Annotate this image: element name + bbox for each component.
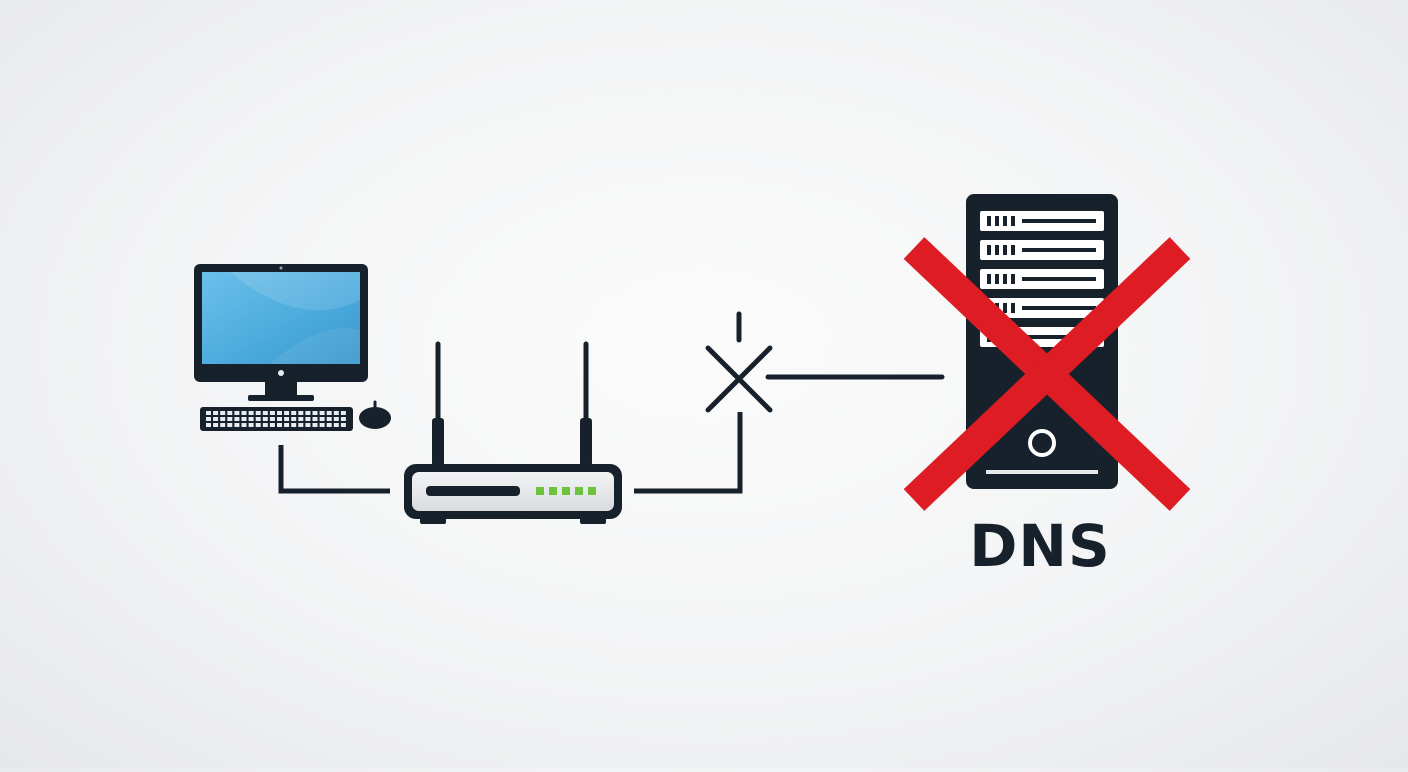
link-router-dns <box>634 412 743 494</box>
monitor-screen <box>202 272 360 364</box>
status-leds <box>536 487 596 495</box>
status-led <box>575 487 583 495</box>
status-led <box>549 487 557 495</box>
monitor-stand <box>265 382 297 396</box>
drive-bays <box>980 211 1104 347</box>
status-led <box>536 487 544 495</box>
status-led <box>562 487 570 495</box>
drive-bay <box>980 240 1104 260</box>
mouse-icon <box>359 400 391 429</box>
drive-bay <box>980 269 1104 289</box>
dns-server-label: DNS <box>969 512 1111 580</box>
power-button <box>278 370 284 376</box>
desktop-computer-icon <box>194 264 391 431</box>
link-computer-router <box>278 445 390 494</box>
drive-bay <box>980 211 1104 231</box>
server-power-button <box>1028 429 1056 457</box>
keyboard-icon <box>200 407 353 431</box>
router-slot <box>426 486 520 496</box>
error-cross-icon <box>903 237 1191 511</box>
broken-connection-icon <box>705 311 773 413</box>
wifi-router-icon <box>404 341 622 524</box>
status-led <box>588 487 596 495</box>
